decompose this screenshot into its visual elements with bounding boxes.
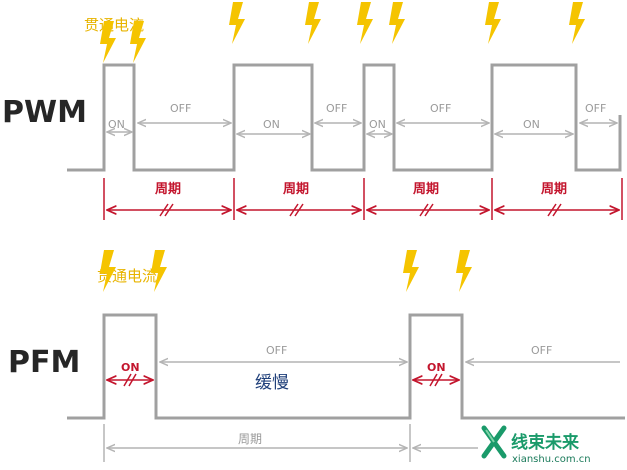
pfm-off-label: OFF — [531, 344, 552, 357]
lightning-icon — [100, 250, 116, 292]
lightning-icon — [357, 2, 373, 44]
lightning-icon — [229, 2, 245, 44]
lightning-icon — [569, 2, 585, 44]
pfm-waveform — [67, 313, 625, 420]
pwm-off-label: OFF — [170, 102, 191, 115]
pfm-period-label: 周期 — [238, 432, 262, 446]
brand-logo-icon — [481, 425, 507, 459]
pfm-on-arrows — [107, 373, 459, 387]
pfm-slow-label: 缓慢 — [255, 372, 289, 393]
pwm-period-label: 周期 — [155, 182, 181, 197]
pfm-off-label: OFF — [266, 344, 287, 357]
pwm-on-label: ON — [263, 118, 280, 131]
pwm-period-label: 周期 — [283, 182, 309, 197]
pfm-on-label: ON — [121, 361, 140, 374]
pwm-title: PWM — [2, 95, 87, 130]
pwm-off-label: OFF — [585, 102, 606, 115]
lightning-icon — [403, 250, 419, 292]
pfm-title: PFM — [8, 345, 80, 380]
pfm-on-label: ON — [427, 361, 446, 374]
pwm-on-label: ON — [108, 118, 125, 131]
lightning-icon — [485, 2, 501, 44]
lightning-icon — [151, 250, 167, 292]
pwm-period-markers — [103, 178, 623, 220]
pwm-on-label: ON — [369, 118, 386, 131]
pwm-onoff-arrows — [107, 123, 617, 134]
watermark-url: xianshu.com.cn — [512, 454, 591, 465]
pwm-waveform — [67, 63, 622, 172]
lightning-icon — [389, 2, 405, 44]
pwm-off-label: OFF — [430, 102, 451, 115]
lightning-icon — [305, 2, 321, 44]
pwm-period-label: 周期 — [541, 182, 567, 197]
pfm-period-markers — [103, 424, 478, 462]
lightning-icon — [456, 250, 472, 292]
watermark-text: 线束未来 — [511, 432, 580, 453]
pwm-off-label: OFF — [326, 102, 347, 115]
pwm-period-label: 周期 — [413, 182, 439, 197]
watermark: 线束未来 xianshu.com.cn — [481, 425, 591, 465]
pwm-on-label: ON — [523, 118, 540, 131]
pwm-current-label: 贯通电流 — [84, 16, 144, 34]
